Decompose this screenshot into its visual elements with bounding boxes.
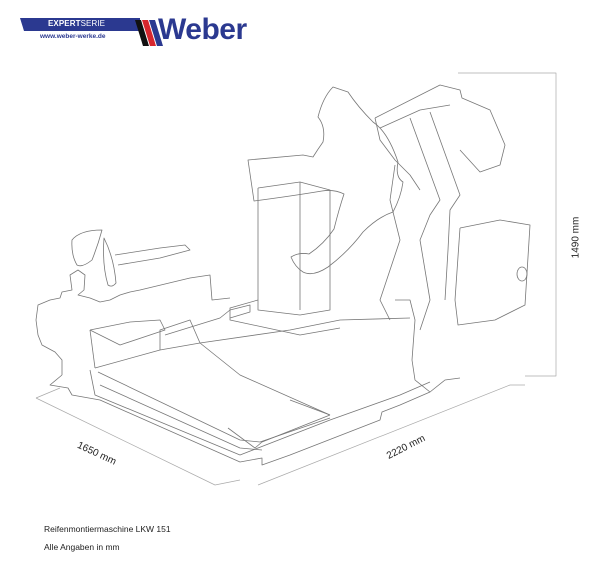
units-caption: Alle Angaben in mm <box>44 542 120 552</box>
right-column <box>374 84 506 393</box>
logo-stripes-icon <box>135 20 163 46</box>
top-arm <box>247 86 404 275</box>
left-clamp-arm <box>35 229 231 375</box>
ramp-tray <box>89 304 411 416</box>
dimension-lines <box>35 72 557 486</box>
center-column <box>229 181 341 336</box>
weber-logo: EXPERTSERIE www.weber-werke.de Weber <box>20 13 270 48</box>
weber-wordmark: Weber <box>158 13 247 46</box>
expert-serie-banner <box>20 18 140 31</box>
website-url: www.weber-werke.de <box>40 33 106 40</box>
model-caption: Reifenmontiermaschine LKW 151 <box>44 524 171 534</box>
control-box <box>454 219 531 326</box>
base-platform <box>49 369 461 466</box>
height-dimension-label: 1490 mm <box>570 216 582 259</box>
expert-serie-label: EXPERTSERIE <box>48 19 106 28</box>
